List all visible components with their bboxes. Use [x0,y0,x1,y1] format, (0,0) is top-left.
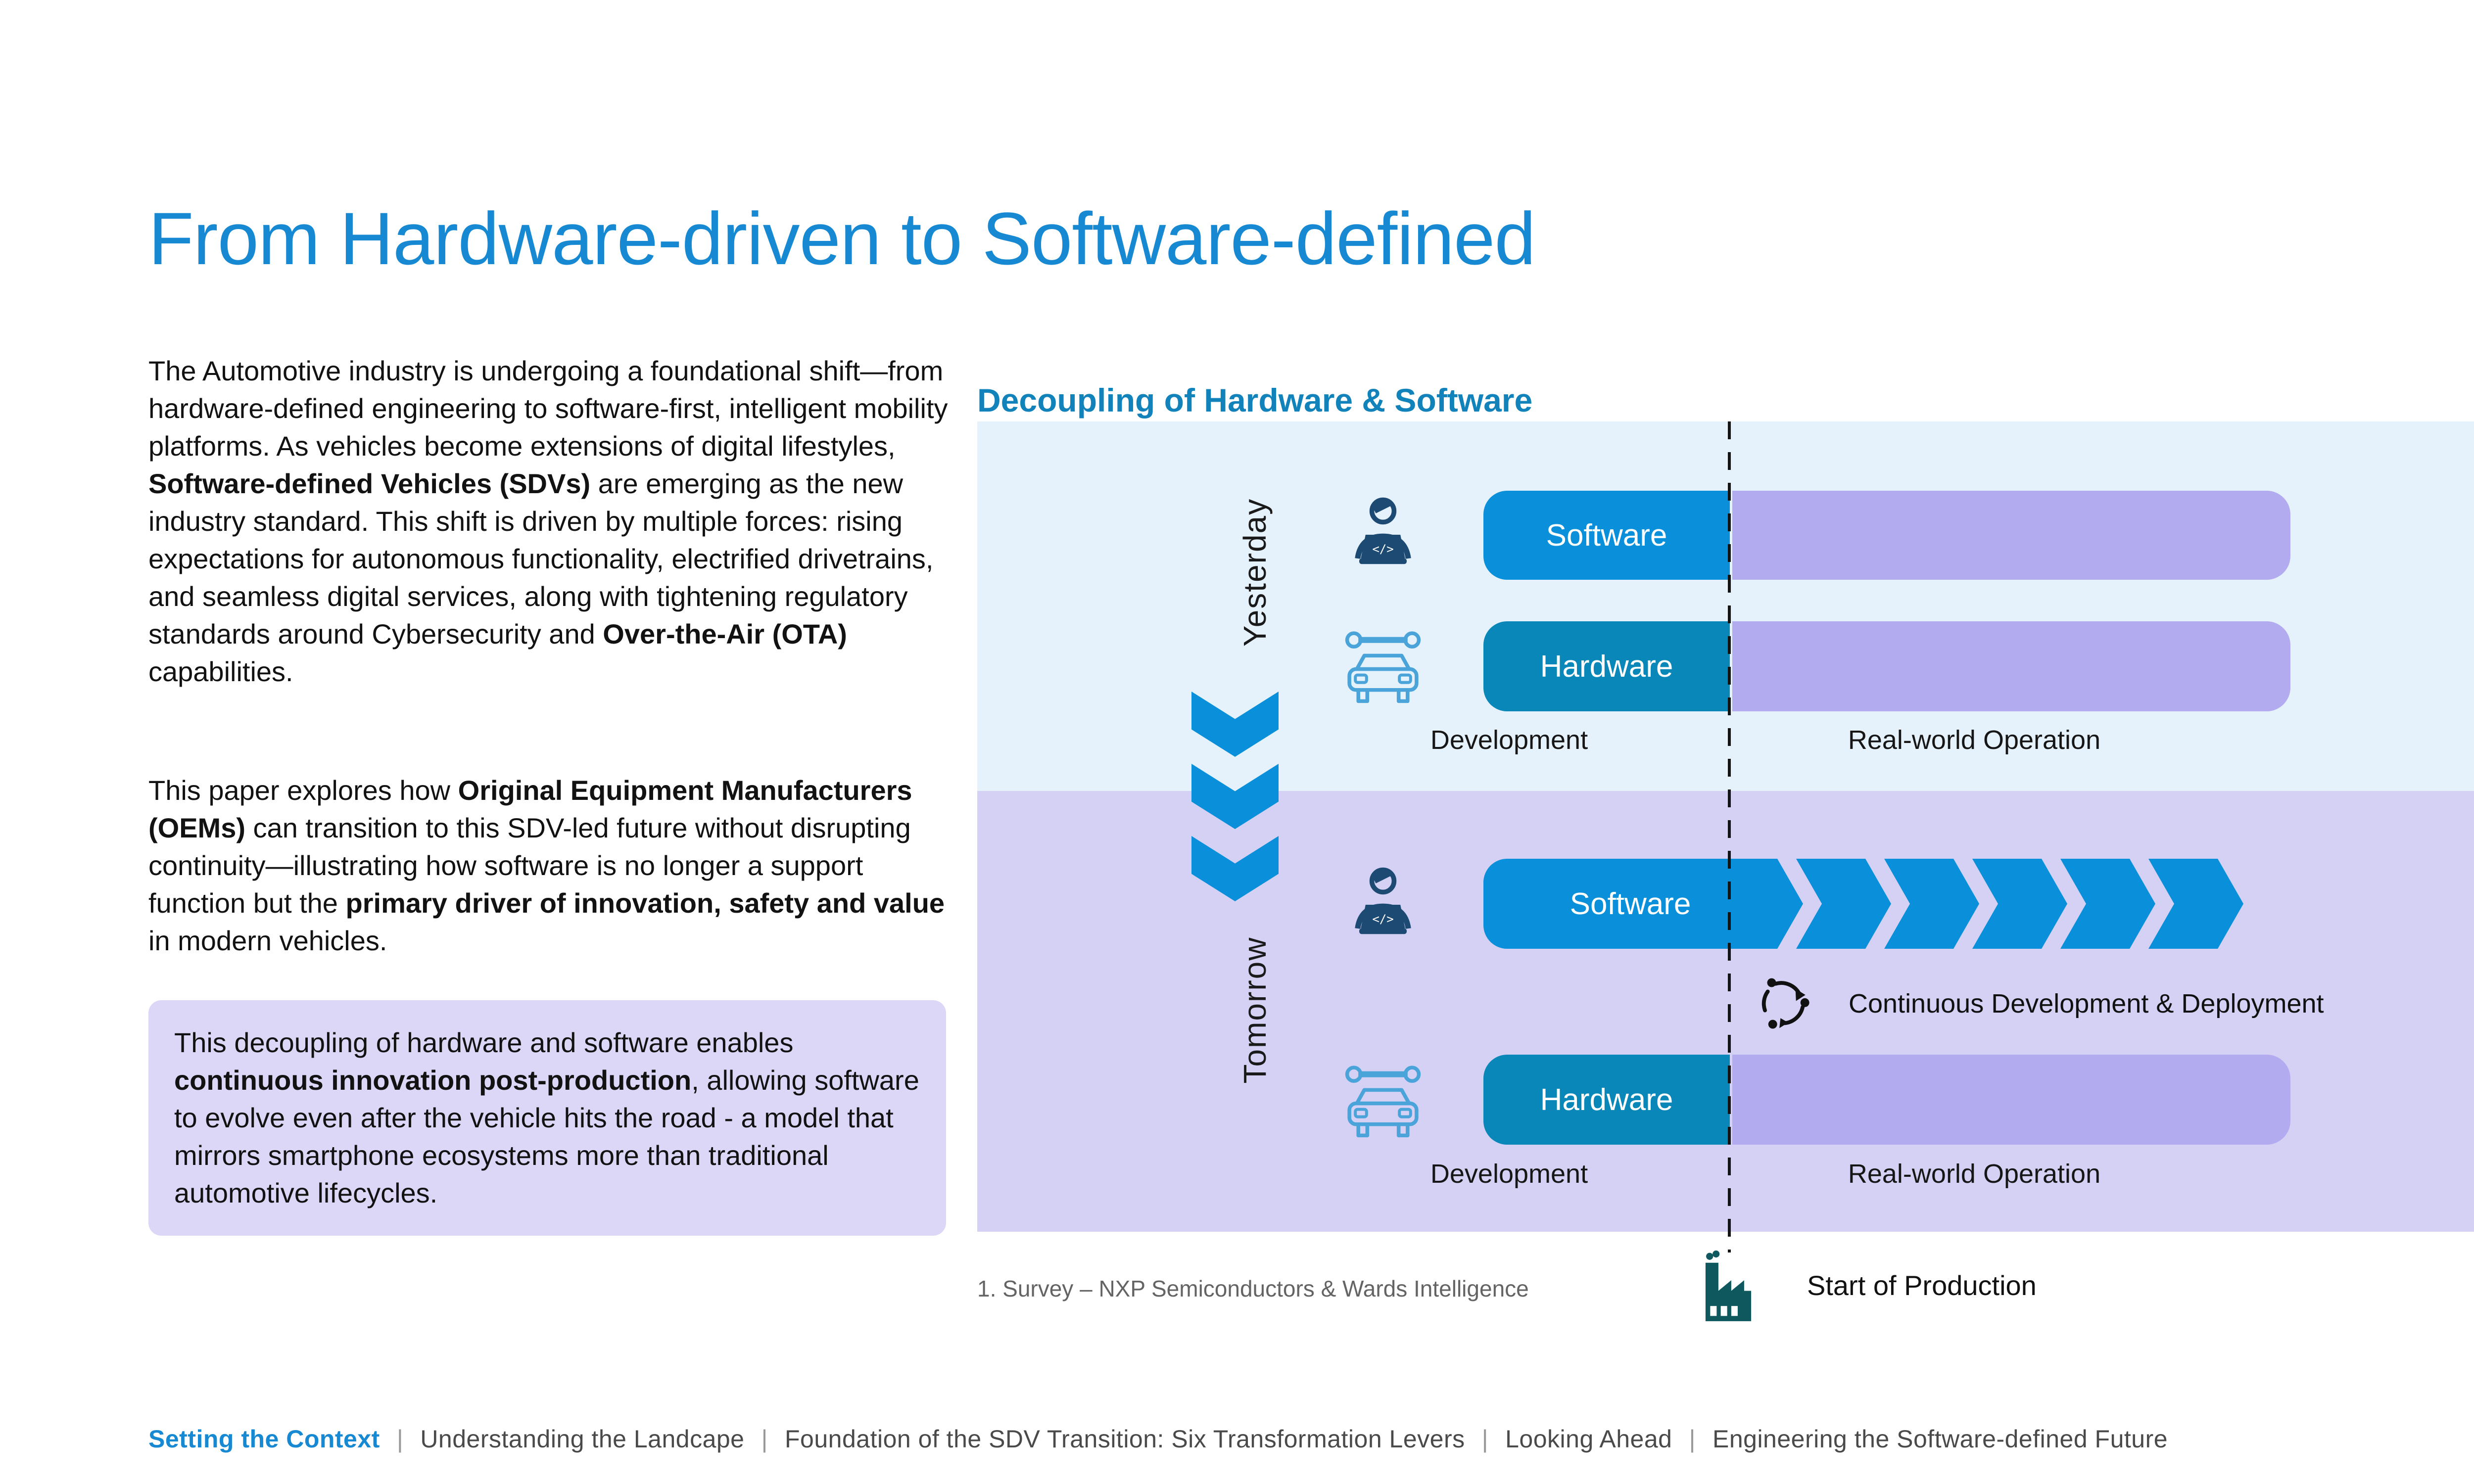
footer-item-foundation-of-the-sdv-transition: Foundation of the SDV Transition: Six Tr… [785,1425,1465,1453]
yesterday-hardware-pill: Hardware [1483,621,1730,711]
text-run: , allowing software to evolve even after… [174,1065,919,1208]
text-run-bold: Software-defined Vehicles (SDVs) [148,468,591,499]
axis-label-development: Development [1430,725,1588,755]
callout-box: This decoupling of hardware and software… [148,1000,946,1236]
start-of-production-label: Start of Production [1807,1270,2037,1301]
footer-separator: | [1481,1425,1489,1453]
text-run: in modern vehicles. [148,925,387,956]
car-service-icon [1345,631,1421,703]
continuous-deployment-label: Continuous Development & Deployment [1849,989,2324,1019]
intro-paragraph-2: This paper explores how Original Equipme… [148,772,957,960]
text-run: can transition to this SDV-led future wi… [148,812,911,919]
car-service-icon [1345,1066,1421,1138]
svg-text:</>: </> [1372,542,1393,556]
pill-label: Software [1570,886,1691,921]
axis-label-development: Development [1430,1159,1588,1189]
intro-paragraph-1: The Automotive industry is undergoing a … [148,352,957,691]
footer-item-understanding-the-landcape: Understanding the Landcape [420,1425,745,1453]
footer-separator: | [1689,1425,1696,1453]
figure-heading: Decoupling of Hardware & Software [977,381,1533,418]
yesterday-software-pill: Software [1483,491,1730,580]
start-of-production-divider [1728,421,1731,1252]
footer-item-setting-the-context: Setting the Context [148,1425,380,1453]
yesterday-software-operation-bar [1732,491,2290,580]
page-title: From Hardware-driven to Software-defined [148,196,1536,280]
text-run: This paper explores how [148,775,458,806]
text-run: This decoupling of hardware and software… [174,1027,794,1058]
footer-separator: | [761,1425,768,1453]
footer-item-engineering-the-software-defined-future: Engineering the Software-defined Future [1712,1425,2168,1453]
axis-label-operation: Real-world Operation [1848,725,2101,755]
chevron-down-icon [1191,692,1279,908]
era-label-yesterday: Yesterday [1237,498,1273,647]
text-run-bold: Original Equipment Manufacturers (OEMs) [148,775,912,843]
era-label-tomorrow: Tomorrow [1237,936,1273,1084]
text-run-bold: Over-the-Air (OTA) [603,618,847,649]
developer-laptop-icon: </> [1355,867,1411,934]
tomorrow-hardware-operation-bar [1732,1055,2290,1145]
tomorrow-software-pill: Software [1483,859,1777,949]
svg-text:</>: </> [1372,912,1393,926]
footer-item-looking-ahead: Looking Ahead [1505,1425,1672,1453]
figure-footnote: 1. Survey – NXP Semiconductors & Wards I… [977,1276,1529,1301]
developer-laptop-icon: </> [1355,497,1411,564]
chevron-right-icon [1777,859,2243,949]
pill-label: Hardware [1540,1082,1673,1117]
continuous-cycle-icon [1761,978,1809,1029]
footer-nav: Setting the Context | Understanding the … [148,1425,2168,1453]
text-run-bold: continuous innovation post-production [174,1065,692,1096]
pill-label: Hardware [1540,649,1673,684]
tomorrow-hardware-pill: Hardware [1483,1055,1730,1145]
text-run-bold: primary driver of innovation, safety and… [345,887,945,919]
factory-icon [1705,1251,1752,1321]
text-run: The Automotive industry is undergoing a … [148,355,948,462]
yesterday-hardware-operation-bar [1732,621,2290,711]
text-run: capabilities. [148,656,293,687]
pill-label: Software [1546,518,1667,553]
text-run: are emerging as the new industry standar… [148,468,934,649]
footer-separator: | [396,1425,404,1453]
axis-label-operation: Real-world Operation [1848,1159,2101,1189]
